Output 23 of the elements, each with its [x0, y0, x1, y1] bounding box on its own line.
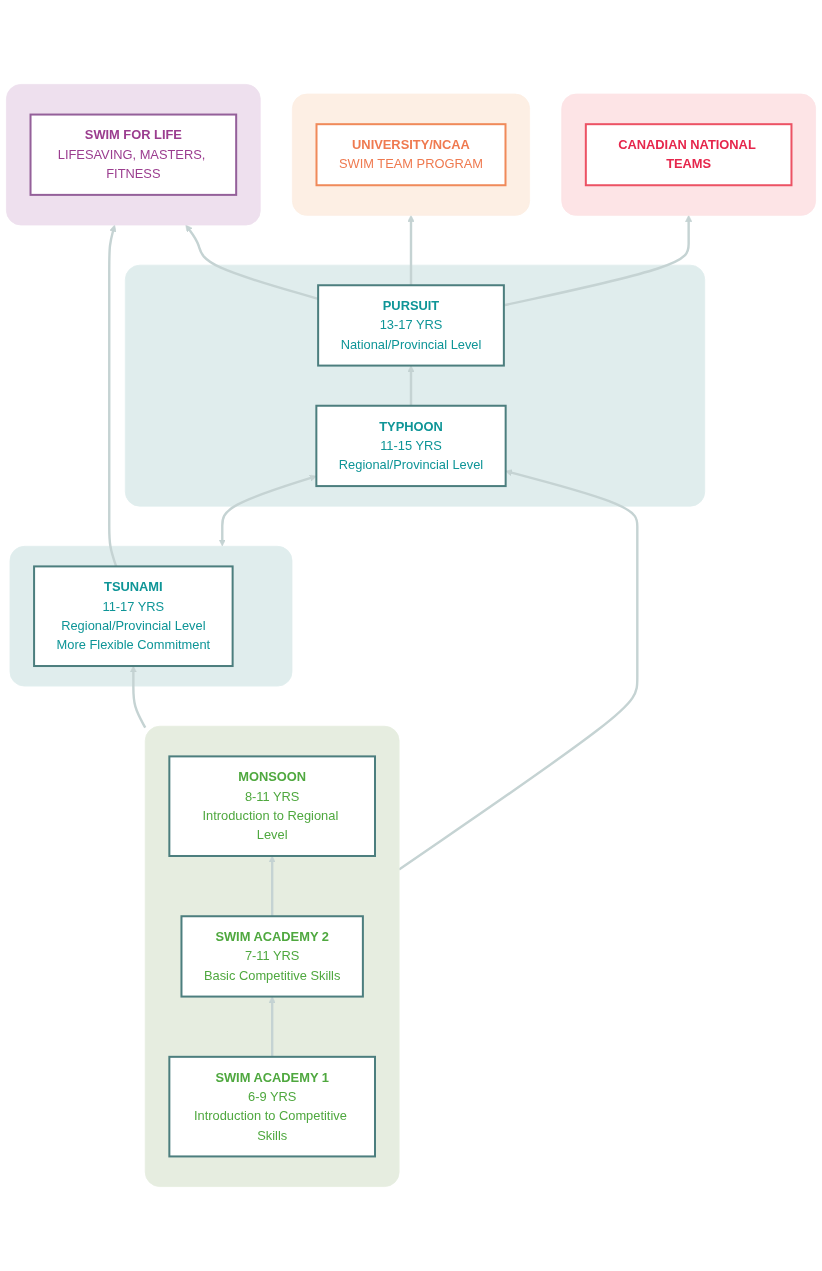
arrow [407, 215, 415, 286]
node-box: UNIVERSITY/NCAA SWIM TEAM PROGRAM [315, 123, 507, 187]
arrow [108, 224, 118, 567]
arrow [503, 215, 693, 307]
node-box: SWIM FOR LIFE LIFESAVING, MASTERS, FITNESS [29, 113, 238, 196]
arrow [185, 224, 319, 300]
node-box: TSUNAMI 11-17 YRS Regional/Provincial Level More Flexible Commitment [33, 565, 234, 668]
node-box: TYPHOON 11-15 YRS Regional/Provincial Level [315, 404, 507, 488]
cluster [292, 93, 530, 216]
cluster [144, 725, 400, 1187]
node-box: SWIM ACADEMY 1 6-9 YRS Introduction to Competitive Skills [168, 1055, 376, 1158]
node-box: CANADIAN NATIONAL TEAMS [584, 123, 793, 187]
arrow [268, 996, 276, 1057]
node-box: SWIM ACADEMY 2 7-11 YRS Basic Competitive Skills [180, 915, 364, 998]
arrow [218, 474, 317, 547]
node-box: MONSOON 8-11 YRS Introduction to Regional Level [168, 755, 376, 857]
node-box: PURSUIT 13-17 YRS National/Provincial Level [317, 284, 505, 367]
arrow [398, 469, 639, 871]
cluster [9, 545, 293, 687]
cluster [124, 264, 706, 507]
cluster [6, 84, 261, 226]
arrow [407, 365, 415, 406]
cluster [561, 93, 816, 216]
